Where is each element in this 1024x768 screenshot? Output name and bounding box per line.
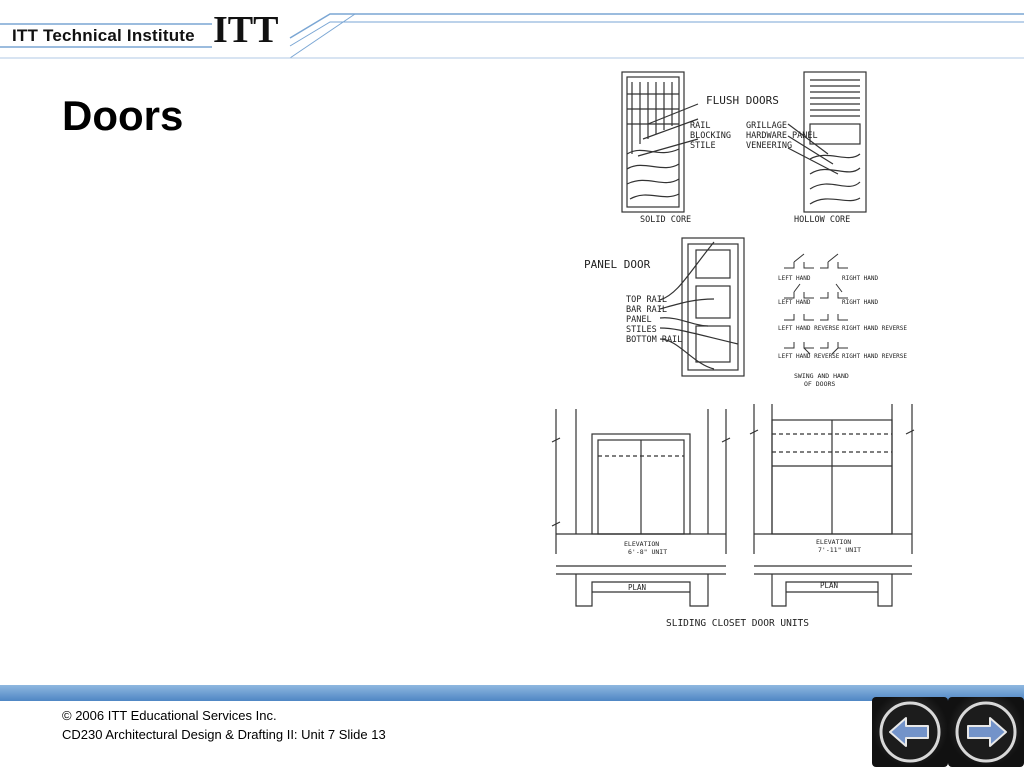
label-flush-doors: FLUSH DOORS: [706, 94, 779, 107]
header-decoration: [0, 13, 1024, 59]
label-stiles: STILES: [626, 325, 657, 335]
brand-name: ITT Technical Institute: [12, 26, 195, 45]
label-bottom-rail: BOTTOM RAIL: [626, 335, 682, 345]
itt-logo: ITT: [213, 12, 278, 46]
label-elev-left-1: ELEVATION: [624, 540, 659, 548]
label-hollow-core: HOLLOW CORE: [794, 215, 850, 225]
door-swing-diagrams: [784, 253, 848, 355]
arrow-right-icon: [955, 701, 1017, 763]
door-drawings: FLUSH DOORS RAIL BLOCKING STILE GRILLAGE…: [551, 71, 915, 629]
label-right-hand-reverse-2: RIGHT HAND REVERSE: [842, 353, 907, 360]
label-bar-rail: BAR RAIL: [626, 305, 667, 315]
label-blocking: BLOCKING: [690, 131, 731, 141]
copyright-text: © 2006 ITT Educational Services Inc.: [62, 708, 277, 723]
label-sliding-closet: SLIDING CLOSET DOOR UNITS: [666, 618, 809, 629]
slide-title: Doors: [62, 92, 184, 139]
header: ITT Technical Institute ITT: [0, 0, 1024, 62]
label-solid-core: SOLID CORE: [640, 215, 691, 225]
panel-door-drawing: [659, 237, 745, 377]
label-swing-line1: SWING AND HAND: [794, 372, 849, 380]
solid-core-door-drawing: [621, 71, 699, 213]
hollow-core-door-drawing: [787, 71, 867, 213]
course-info-text: CD230 Architectural Design & Drafting II…: [62, 727, 386, 742]
label-stile: STILE: [690, 141, 716, 151]
label-right-hand: RIGHT HAND: [842, 275, 879, 282]
label-left-hand-reverse: LEFT HAND REVERSE: [778, 325, 840, 332]
label-left-hand: LEFT HAND: [778, 275, 811, 282]
label-left-hand-2: LEFT HAND: [778, 299, 811, 306]
label-left-hand-reverse-2: LEFT HAND REVERSE: [778, 353, 840, 360]
plan-left-drawing: [556, 565, 726, 607]
label-hardware-panel: HARDWARE PANEL: [746, 131, 818, 141]
label-right-hand-2: RIGHT HAND: [842, 299, 879, 306]
label-plan-right: PLAN: [820, 581, 838, 590]
label-veneering: VENEERING: [746, 141, 792, 151]
label-panel-door: PANEL DOOR: [584, 258, 651, 271]
footer-bar: [0, 685, 1024, 701]
label-swing-line2: OF DOORS: [804, 380, 835, 388]
label-elev-left-2: 6'-8" UNIT: [628, 548, 667, 556]
elevation-6-8-drawing: [551, 409, 731, 554]
label-elev-right-2: 7'-11" UNIT: [818, 546, 861, 554]
logo-text: ITT: [213, 12, 278, 46]
elevation-7-11-drawing: [749, 404, 915, 554]
label-top-rail: TOP RAIL: [626, 295, 667, 305]
plan-right-drawing: [754, 565, 912, 607]
footer-text: © 2006 ITT Educational Services Inc. CD2…: [62, 706, 386, 744]
next-slide-button[interactable]: [948, 697, 1024, 767]
label-right-hand-reverse: RIGHT HAND REVERSE: [842, 325, 907, 332]
label-plan-left: PLAN: [628, 583, 646, 592]
label-rail: RAIL: [690, 121, 710, 131]
previous-slide-button[interactable]: [872, 697, 948, 767]
label-elev-right-1: ELEVATION: [816, 538, 851, 546]
arrow-left-icon: [879, 701, 941, 763]
label-panel: PANEL: [626, 315, 652, 325]
label-grillage: GRILLAGE: [746, 121, 787, 131]
